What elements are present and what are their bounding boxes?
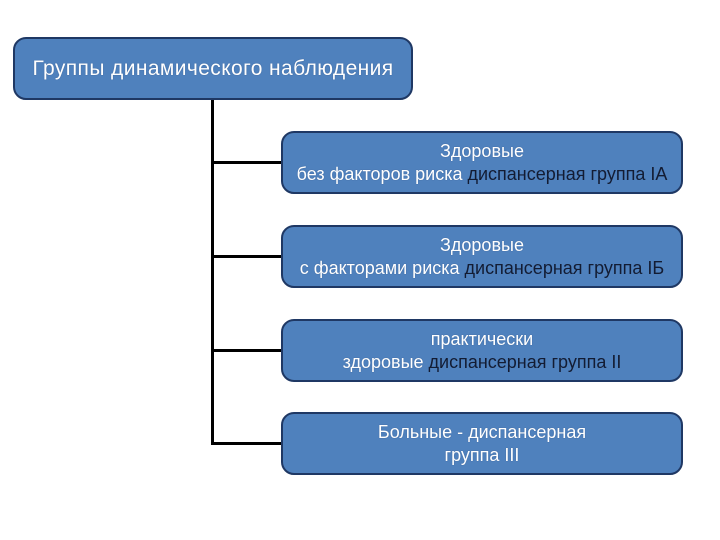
node-healthy-with-risk-group-ib: Здоровые с факторами риска диспансерная … xyxy=(281,225,683,288)
node-line1: Здоровые xyxy=(440,234,524,255)
node-healthy-no-risk-group-ia: Здоровые без факторов риска диспансерная… xyxy=(281,131,683,194)
connector-branch-3 xyxy=(211,349,281,352)
connector-branch-2 xyxy=(211,255,281,258)
node-line2-dark-part: диспансерная группа IБ xyxy=(464,257,665,278)
node-line2: с факторами риска диспансерная группа IБ xyxy=(300,257,664,280)
node-line2-light-part: без факторов риска xyxy=(296,163,468,184)
node-practically-healthy-group-ii: практически здоровые диспансерная группа… xyxy=(281,319,683,382)
node-line1: Больные - диспансерная xyxy=(377,421,587,442)
node-sick-group-iii: Больные - диспансерная группа III xyxy=(281,412,683,475)
node-line1: Здоровые xyxy=(440,140,524,161)
root-node-label: Группы динамического наблюдения xyxy=(32,56,394,80)
node-line1: практически xyxy=(430,328,534,349)
root-node-observation-groups: Группы динамического наблюдения xyxy=(13,37,413,100)
node-line2-light-part: группа III xyxy=(444,444,520,465)
node-line2: группа III xyxy=(445,444,520,467)
node-line2: без факторов риска диспансерная группа I… xyxy=(297,163,668,186)
node-line2-dark-part: диспансерная группа II xyxy=(428,351,622,372)
node-line2-light-part: с факторами риска xyxy=(299,257,465,278)
node-line2-dark-part: диспансерная группа IА xyxy=(467,163,668,184)
connector-trunk-line xyxy=(211,100,214,445)
node-line2: здоровые диспансерная группа II xyxy=(343,351,622,374)
connector-branch-1 xyxy=(211,161,281,164)
connector-branch-4 xyxy=(211,442,281,445)
node-line2-light-part: здоровые xyxy=(342,351,429,372)
